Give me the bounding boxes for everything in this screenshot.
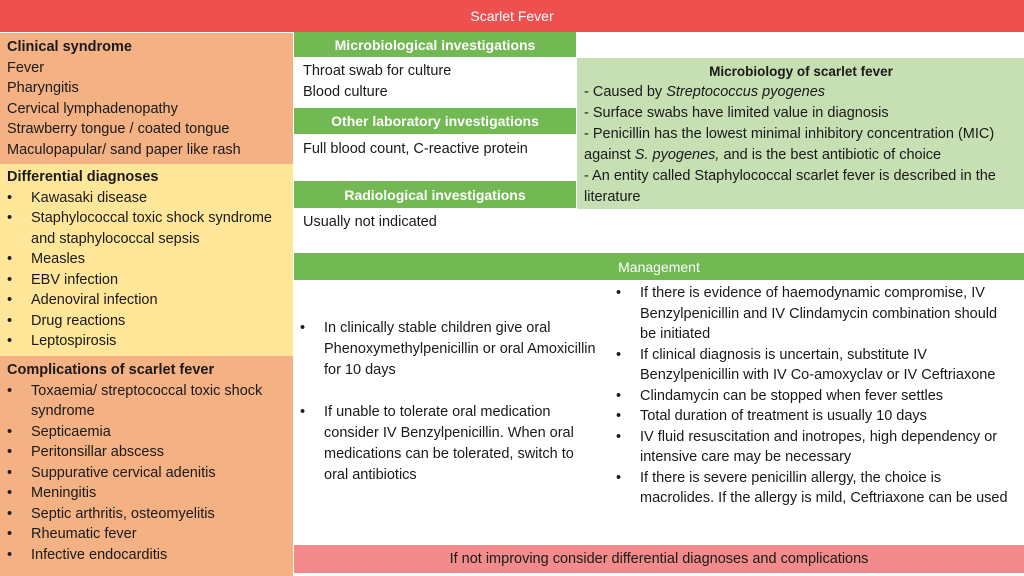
radiological-investigations-text: Usually not indicated [303, 214, 437, 230]
page-title: Scarlet Fever [0, 0, 1024, 32]
list-item: If there is severe penicillin allergy, t… [616, 468, 1016, 509]
clinical-syndrome-panel: Clinical syndrome Fever Pharyngitis Cerv… [0, 33, 293, 164]
list-item: Septicaemia [7, 422, 285, 443]
differential-diagnoses-list: Kawasaki disease Staphylococcal toxic sh… [7, 188, 285, 352]
differential-diagnoses-panel: Differential diagnoses Kawasaki disease … [0, 164, 293, 356]
list-item: Infective endocarditis [7, 545, 285, 566]
microbiology-line: - Caused by Streptococcus pyogenes [584, 84, 826, 100]
list-item: EBV infection [7, 270, 285, 291]
microbiology-line: - An entity called Staphylococcal scarle… [584, 168, 996, 205]
microbiological-investigations-header: Microbiological investigations [294, 32, 576, 57]
microbiology-line: - Penicillin has the lowest minimal inhi… [584, 126, 995, 163]
list-item: Staphylococcal toxic shock syndrome and … [7, 208, 285, 249]
footer-note: If not improving consider differential d… [294, 545, 1024, 573]
microbiological-investigations-list: Throat swab for culture Blood culture [303, 61, 573, 103]
organism-name: S. pyogenes, [634, 147, 720, 163]
radiological-investigations-header: Radiological investigations [294, 181, 576, 208]
organism-name: Streptococcus pyogenes [666, 84, 826, 100]
list-item: Rheumatic fever [7, 524, 285, 545]
clinical-syndrome-heading: Clinical syndrome [7, 39, 132, 55]
list-item: Peritonsillar abscess [7, 442, 285, 463]
differential-diagnoses-heading: Differential diagnoses [7, 169, 159, 185]
list-item: Cervical lymphadenopathy [7, 100, 178, 117]
list-item: If clinical diagnosis is uncertain, subs… [616, 345, 1016, 386]
microbiology-box: Microbiology of scarlet fever - Caused b… [577, 58, 1024, 209]
list-item: Measles [7, 249, 285, 270]
list-item: Pharyngitis [7, 80, 79, 96]
list-item: Meningitis [7, 483, 285, 504]
list-item: Blood culture [303, 84, 388, 100]
complications-heading: Complications of scarlet fever [7, 362, 215, 378]
list-item: Suppurative cervical adenitis [7, 463, 285, 484]
list-item: Toxaemia/ streptococcal toxic shock synd… [7, 381, 285, 422]
list-item: Fever [7, 59, 45, 76]
management-left-list: In clinically stable children give oral … [300, 318, 600, 486]
list-item: IV fluid resuscitation and inotropes, hi… [616, 427, 1016, 468]
list-item: In clinically stable children give oral … [300, 318, 600, 381]
microbiology-heading: Microbiology of scarlet fever [709, 64, 893, 79]
complications-list: Toxaemia/ streptococcal toxic shock synd… [7, 381, 285, 566]
list-item: Drug reactions [7, 311, 285, 332]
list-item: Throat swab for culture [303, 63, 452, 79]
other-lab-investigations-header: Other laboratory investigations [294, 108, 576, 134]
list-item: Strawberry tongue / coated tongue [7, 121, 230, 137]
management-right-list: If there is evidence of haemodynamic com… [616, 283, 1016, 509]
clinical-syndrome-list: Fever Pharyngitis Cervical lymphadenopat… [7, 58, 285, 161]
list-item: Adenoviral infection [7, 290, 285, 311]
list-item: Leptospirosis [7, 331, 285, 352]
list-item: Total duration of treatment is usually 1… [616, 406, 1016, 427]
other-lab-investigations-text: Full blood count, C-reactive protein [303, 141, 528, 157]
list-item: If there is evidence of haemodynamic com… [616, 283, 1016, 345]
microbiology-line: - Surface swabs have limited value in di… [584, 105, 889, 121]
management-header: Management [294, 253, 1024, 280]
complications-panel: Complications of scarlet fever Toxaemia/… [0, 356, 293, 576]
list-item: Maculopapular/ sand paper like rash [7, 141, 241, 158]
list-item: If unable to tolerate oral medication co… [300, 402, 600, 486]
list-item: Kawasaki disease [7, 188, 285, 209]
list-item: Clindamycin can be stopped when fever se… [616, 386, 1016, 407]
list-item: Septic arthritis, osteomyelitis [7, 504, 285, 525]
